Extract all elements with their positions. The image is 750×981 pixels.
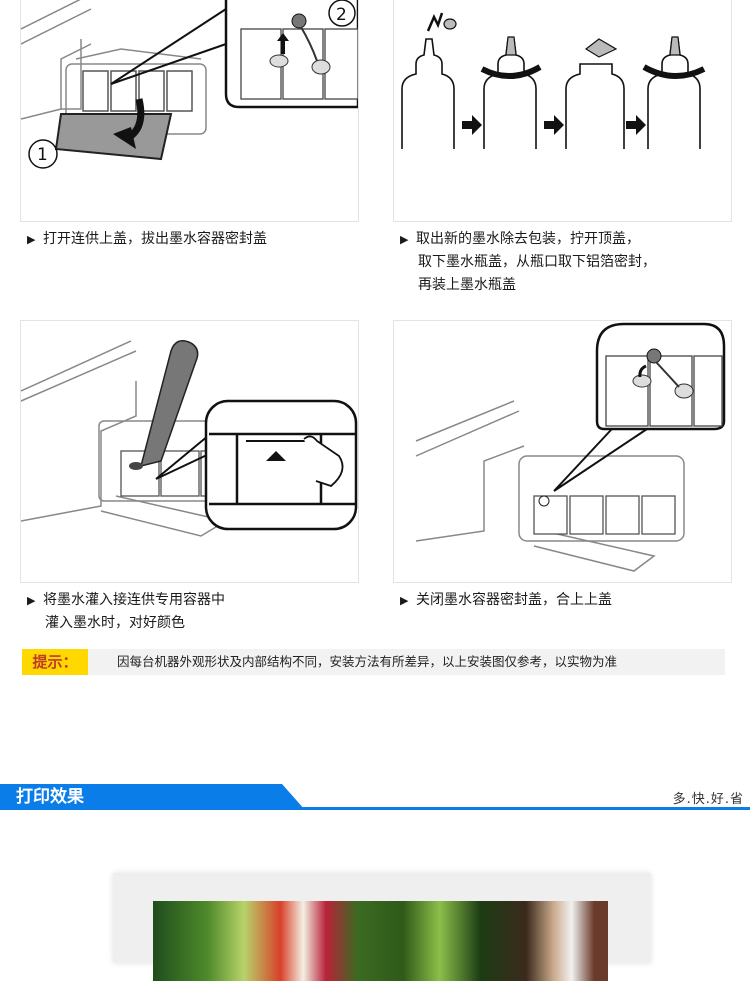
pour-ink-illustration: [21, 340, 358, 537]
tip-label: 提示：: [22, 649, 88, 675]
printer-open-cover-illustration: 1 2: [21, 0, 358, 169]
callout-number-2: 2: [336, 5, 347, 25]
step-2-caption: ▶取出新的墨水除去包装，拧开顶盖， 取下墨水瓶盖，从瓶口取下铝箔密封， 再装上墨…: [400, 228, 656, 297]
step-2-illustration: [393, 0, 732, 222]
section-tab: [0, 784, 305, 810]
step-1-illustration: 1 2: [20, 0, 359, 222]
section-title: 打印效果: [16, 787, 84, 807]
section-divider: [0, 807, 750, 810]
tip-text: 因每台机器外观形状及内部结构不同，安装方法有所差异，以上安装图仅参考，以实物为准: [117, 654, 618, 669]
ink-bottles-sequence-illustration: [401, 12, 706, 149]
bullet-arrow-icon: ▶: [27, 594, 36, 607]
step-3-caption: ▶将墨水灌入接连供专用容器中 灌入墨水时，对好颜色: [27, 589, 225, 635]
bullet-arrow-icon: ▶: [400, 233, 409, 246]
bullet-arrow-icon: ▶: [27, 233, 36, 246]
step-4-caption: ▶关闭墨水容器密封盖，合上上盖: [400, 589, 612, 612]
tip-banner: 提示： 因每台机器外观形状及内部结构不同，安装方法有所差异，以上安装图仅参考，以…: [22, 649, 725, 675]
bullet-arrow-icon: ▶: [400, 594, 409, 607]
step-1-caption: ▶打开连供上盖，拔出墨水容器密封盖: [27, 228, 267, 251]
step-3-illustration: [20, 320, 359, 583]
step-4-illustration: [393, 320, 732, 583]
print-sample-photo: [153, 901, 608, 981]
close-cover-illustration: [415, 322, 726, 572]
callout-number-1: 1: [37, 145, 48, 165]
print-sample-frame: [113, 873, 651, 981]
section-slogan: 多.快.好.省: [672, 792, 744, 807]
